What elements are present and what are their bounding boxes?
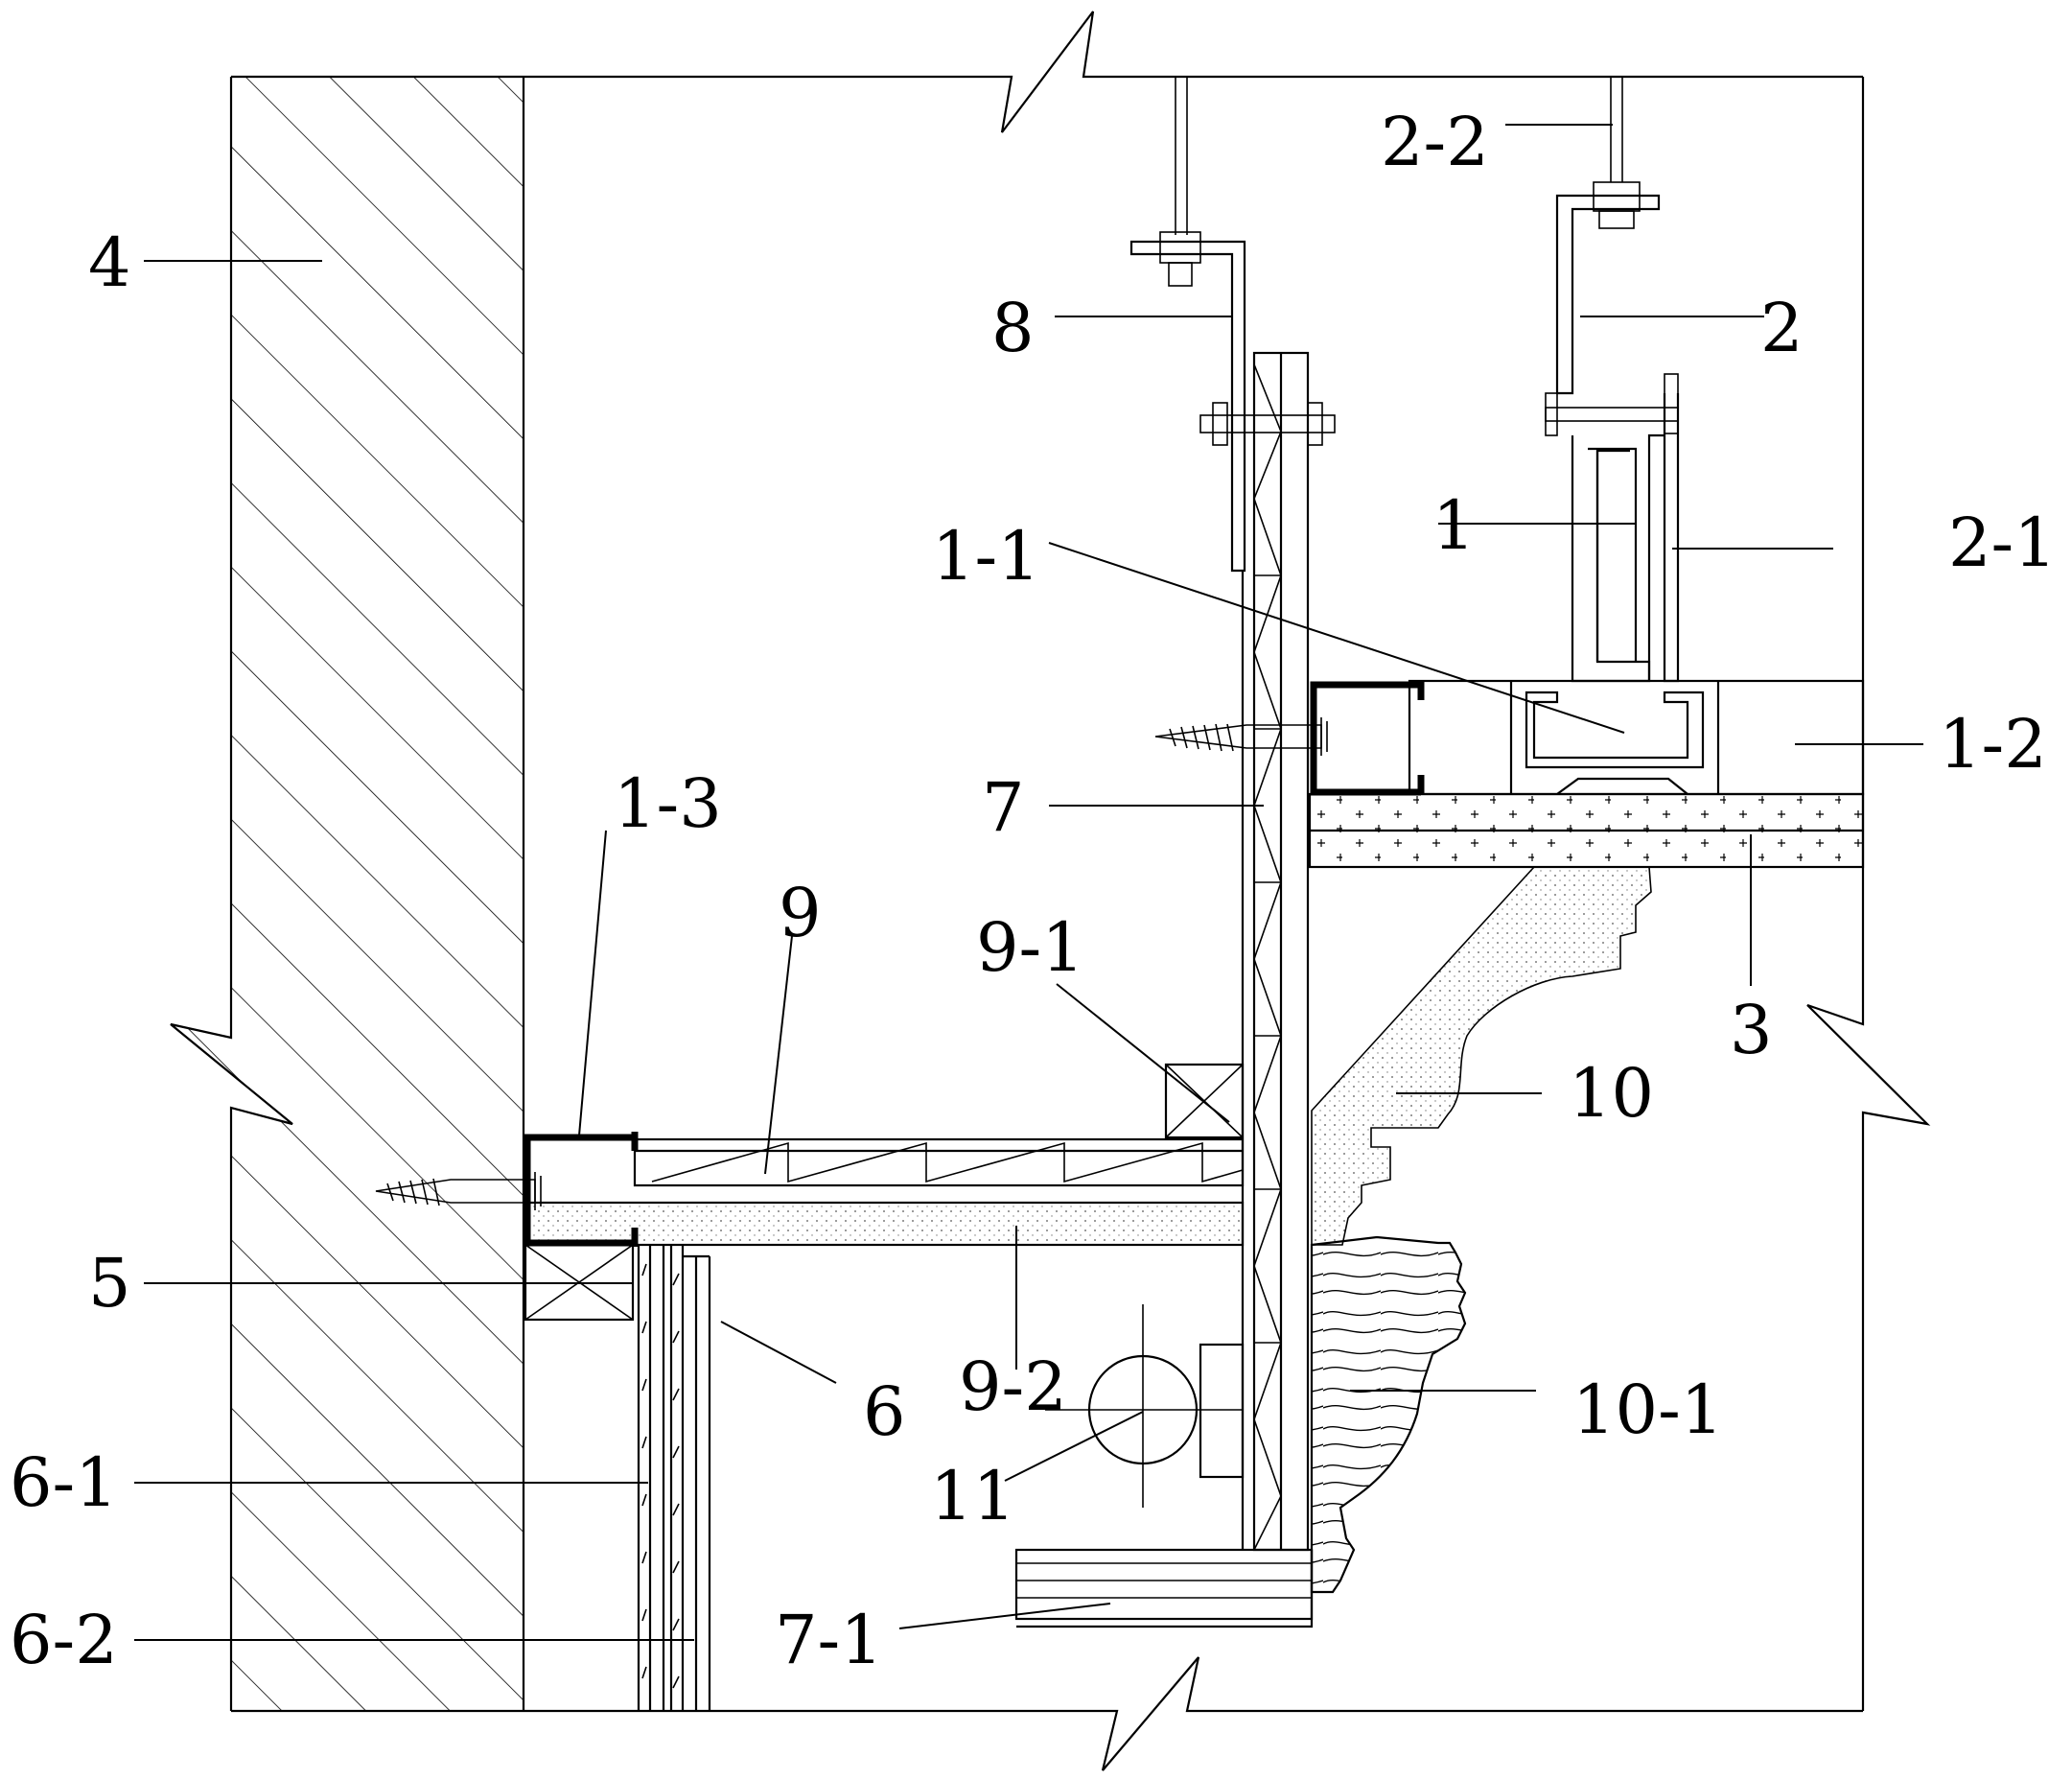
label-2-2: 2-2 xyxy=(1381,103,1489,181)
label-10-1: 10-1 xyxy=(1572,1370,1723,1449)
label-10: 10 xyxy=(1569,1054,1654,1133)
moulding-10 xyxy=(1311,866,1652,1246)
label-4: 4 xyxy=(88,223,131,302)
label-3: 3 xyxy=(1730,991,1773,1069)
beam-1-2 xyxy=(1408,679,1865,796)
label-7: 7 xyxy=(982,768,1025,847)
label-6: 6 xyxy=(863,1372,906,1451)
hanger-rod-left xyxy=(1159,77,1201,287)
structural-wall xyxy=(171,77,525,1711)
board-9-2 xyxy=(524,1201,1245,1247)
label-1-2: 1-2 xyxy=(1939,705,2047,784)
connector-1-1 xyxy=(1525,691,1705,795)
base-plate-7-1 xyxy=(1014,1548,1314,1628)
label-1-3: 1-3 xyxy=(614,764,722,843)
label-6-1: 6-1 xyxy=(10,1443,118,1522)
label-7-1: 7-1 xyxy=(775,1601,883,1679)
c-channel-lower-1-3 xyxy=(524,1132,639,1247)
label-1-1: 1-1 xyxy=(932,517,1040,596)
hanger-bracket-2 xyxy=(1555,194,1661,395)
glass-panel-6 xyxy=(637,1245,711,1711)
label-6-2: 6-2 xyxy=(10,1601,118,1679)
label-8: 8 xyxy=(991,289,1035,367)
label-9-2: 9-2 xyxy=(959,1347,1067,1426)
screw-lower xyxy=(375,1172,542,1210)
label-5: 5 xyxy=(88,1244,131,1323)
screw-upper xyxy=(1154,717,1328,756)
bolt-bracket-2 xyxy=(1545,373,1679,436)
label-2-1: 2-1 xyxy=(1948,504,2057,582)
fixture-11 xyxy=(1045,1304,1245,1508)
callout-labels: 4 8 2-2 2 1 2-1 1-1 1-2 7 1-3 9 9-1 3 10… xyxy=(10,103,2057,1679)
label-1: 1 xyxy=(1432,486,1476,565)
board-3 xyxy=(1308,792,1865,869)
board-9 xyxy=(633,1137,1245,1187)
keel-1 xyxy=(1571,433,1665,683)
c-channel-upper xyxy=(1310,681,1425,796)
label-9-1: 9-1 xyxy=(976,908,1084,987)
angle-bracket-8 xyxy=(1129,240,1246,573)
moulding-10-1 xyxy=(1310,1235,1467,1594)
clip-2-1 xyxy=(1663,393,1680,683)
label-2: 2 xyxy=(1760,289,1804,367)
bolt-upper xyxy=(1199,402,1336,446)
label-9: 9 xyxy=(779,874,822,952)
label-11: 11 xyxy=(930,1457,1015,1535)
leader-lines xyxy=(134,124,1923,1641)
hanger-rod-right xyxy=(1593,77,1641,229)
board-7 xyxy=(1241,351,1310,1552)
